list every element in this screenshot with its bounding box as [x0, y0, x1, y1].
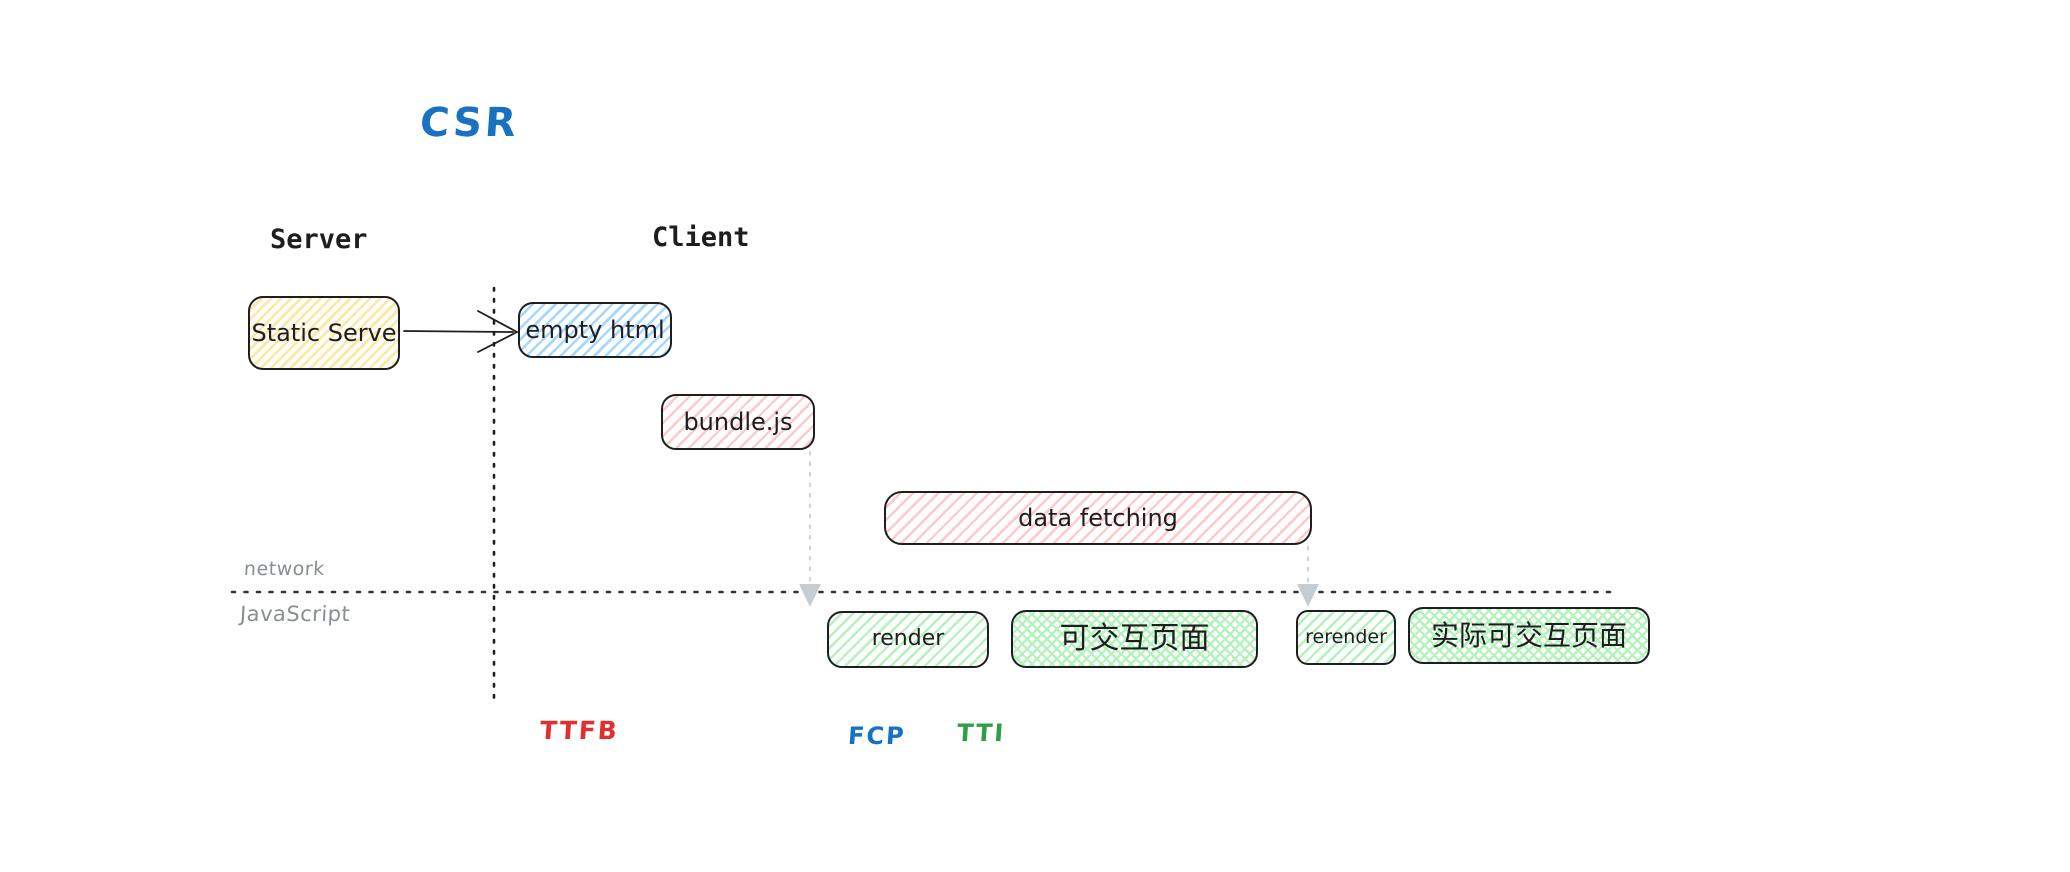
- actual-interactive-page-label: 实际可交互页面: [1430, 618, 1627, 652]
- bundle-js-dropline-arrow: [799, 450, 821, 607]
- interactive-page-label: 可交互页面: [1059, 621, 1210, 656]
- fcp-milestone-label: FCP: [847, 722, 907, 750]
- render-label: render: [871, 626, 945, 652]
- ttfb-milestone-label: TTFB: [538, 716, 620, 745]
- rerender-box: rerender: [1296, 610, 1396, 665]
- static-serve-to-empty-html-arrow: [403, 310, 518, 353]
- diagram-title: CSR: [418, 100, 521, 146]
- interactive-page-box: 可交互页面: [1011, 610, 1258, 668]
- network-lane-label: network: [243, 558, 326, 580]
- bundle-js-label: bundle.js: [683, 407, 793, 436]
- data-fetching-dropline-arrow: [1297, 545, 1319, 607]
- rerender-label: rerender: [1305, 626, 1387, 649]
- data-fetching-label: data fetching: [1018, 503, 1178, 532]
- bundle-js-box: bundle.js: [661, 394, 815, 450]
- actual-interactive-page-box: 实际可交互页面: [1408, 607, 1650, 664]
- render-box: render: [827, 611, 989, 668]
- static-serve-box: Static Serve: [248, 296, 400, 370]
- tti-milestone-label: TTI: [956, 719, 1007, 747]
- empty-html-label: empty html: [525, 315, 665, 344]
- static-serve-label: Static Serve: [251, 318, 397, 347]
- data-fetching-box: data fetching: [884, 491, 1312, 545]
- javascript-lane-label: JavaScript: [239, 602, 351, 626]
- client-column-header: Client: [652, 222, 750, 253]
- server-column-header: Server: [270, 224, 368, 255]
- empty-html-box: empty html: [518, 302, 672, 358]
